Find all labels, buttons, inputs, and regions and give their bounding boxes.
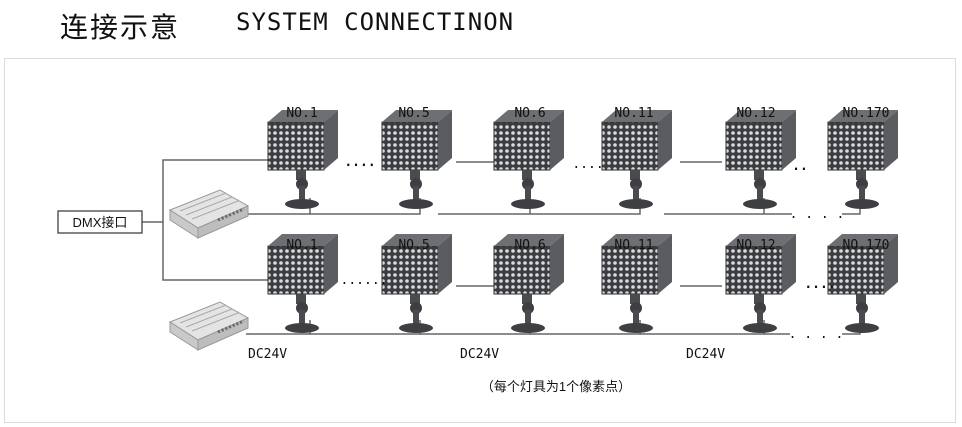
row2-tail-dots: . . . . bbox=[789, 327, 844, 342]
row2-label-2: NO.5 bbox=[398, 238, 429, 253]
power-supply-2 bbox=[168, 300, 250, 352]
row2-label-3: NO.6 bbox=[514, 238, 545, 253]
row1-label-2: NO.5 bbox=[398, 106, 429, 121]
row2-label-5: NO.12 bbox=[736, 238, 775, 253]
row1-label-5: NO.12 bbox=[736, 106, 775, 121]
dmx-interface-label: DMX接口 bbox=[73, 215, 128, 230]
power-supply-1 bbox=[168, 188, 250, 240]
lamp-row1-2 bbox=[381, 109, 453, 210]
row2-label-4: NO.11 bbox=[614, 238, 653, 253]
dmx-interface-box bbox=[57, 210, 143, 234]
row1-label-1: NO.1 bbox=[286, 106, 317, 121]
row1-gap-dots-1: .... bbox=[344, 155, 375, 170]
footnote: （每个灯具为1个像素点） bbox=[481, 379, 631, 394]
lamp-row1-4 bbox=[601, 109, 673, 210]
row1-label-4: NO.11 bbox=[614, 106, 653, 121]
row2-label-1: NO.1 bbox=[286, 238, 317, 253]
power-label-2: DC24V bbox=[460, 347, 499, 362]
row1-label-3: NO.6 bbox=[514, 106, 545, 121]
power-label-3: DC24V bbox=[686, 347, 725, 362]
row1-label-6: NO.170 bbox=[843, 106, 890, 121]
dmx-wiring bbox=[142, 159, 272, 281]
title-chinese: 连接示意 bbox=[60, 11, 181, 44]
lamp-row1-6 bbox=[827, 109, 899, 210]
power-label-1: DC24V bbox=[248, 347, 287, 362]
lamp-row1-5 bbox=[725, 109, 797, 210]
row1-tail-dots: . . . . bbox=[790, 207, 845, 222]
lamp-row1-1 bbox=[267, 109, 339, 210]
row2-gap-dots-1: ...... bbox=[341, 273, 388, 288]
row2-label-6: NO.170 bbox=[843, 238, 890, 253]
row2-gap-dots-2: .... bbox=[804, 277, 835, 292]
diagram-frame bbox=[4, 58, 956, 423]
title-english: SYSTEM CONNECTINON bbox=[236, 8, 515, 36]
row1-gap-dots-3: .. bbox=[792, 159, 808, 174]
lamp-row1-3 bbox=[493, 109, 565, 210]
row1-gap-dots-2: .... bbox=[572, 157, 603, 172]
